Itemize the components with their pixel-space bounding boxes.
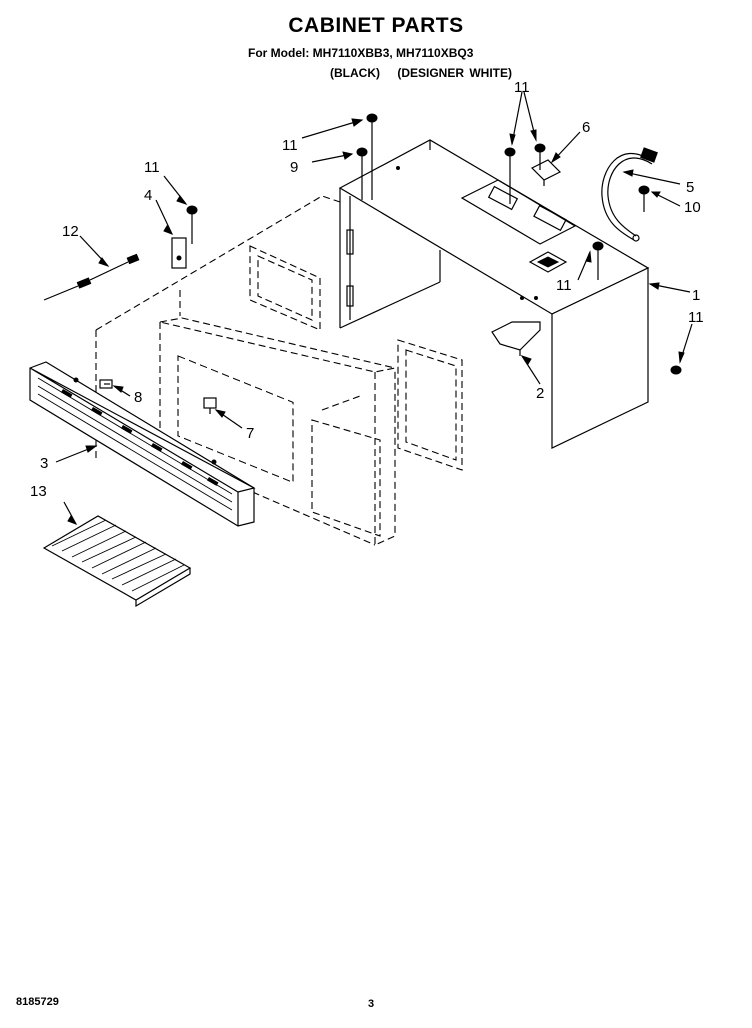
wire-harness <box>43 253 140 301</box>
document-number: 8185729 <box>16 996 59 1008</box>
callout-6: 6 <box>582 119 590 136</box>
model-variants: (BLACK) (DESIGNER WHITE) <box>330 66 524 80</box>
grease-filter <box>42 515 192 608</box>
screws <box>186 113 682 375</box>
callout-labels: 11 9 11 4 12 11 6 5 10 11 1 11 2 8 7 3 1… <box>30 79 704 500</box>
callout-13: 13 <box>30 483 47 500</box>
callout-11-topright: 11 <box>514 79 530 96</box>
callout-10: 10 <box>684 199 701 216</box>
callout-11-top: 11 <box>282 137 298 154</box>
callout-7: 7 <box>246 425 254 442</box>
callout-11-right: 11 <box>688 309 704 326</box>
model-numbers: For Model: MH7110XBB3, MH7110XBQ3 <box>248 46 474 60</box>
callout-5: 5 <box>686 179 694 196</box>
bracket-4 <box>171 237 187 269</box>
callout-4: 4 <box>144 187 152 204</box>
callout-11-mid: 11 <box>556 277 572 294</box>
callout-8: 8 <box>134 389 142 406</box>
callout-12: 12 <box>62 223 79 240</box>
part-7 <box>203 397 217 414</box>
callout-11-left: 11 <box>144 159 160 176</box>
page-title: CABINET PARTS <box>288 14 464 37</box>
cabinet-wrapper <box>338 139 650 449</box>
bracket-2 <box>491 321 541 356</box>
inner-cavity-outline <box>95 195 463 546</box>
callout-1: 1 <box>692 287 700 304</box>
bracket-6 <box>530 159 562 186</box>
part-8 <box>99 379 113 389</box>
callout-2: 2 <box>536 385 544 402</box>
power-cord <box>601 147 658 242</box>
page-number: 3 <box>368 998 375 1010</box>
leader-arrowheads <box>67 118 685 525</box>
vent-grille <box>29 361 256 527</box>
variant-black: (BLACK) <box>330 66 380 80</box>
callout-3: 3 <box>40 455 48 472</box>
callout-9: 9 <box>290 159 298 176</box>
variant-white: (DESIGNER WHITE) <box>397 66 513 80</box>
